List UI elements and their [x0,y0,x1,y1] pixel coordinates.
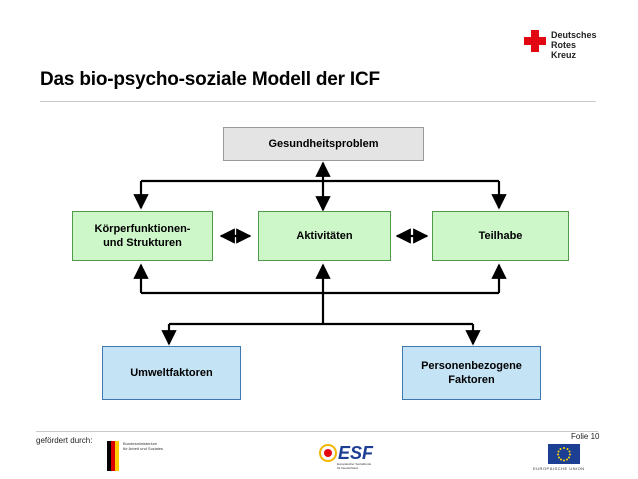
drk-logo-line-3: Kreuz [551,50,577,60]
activities-box: Aktivitäten [258,211,391,261]
ministry-logo-text: Bundesministerium für Arbeit und Soziale… [123,441,163,451]
esf-stars-icon [319,444,337,462]
esf-subtitle-line-2: für Deutschland [337,466,359,470]
personal-factors-label-line-1: Personenbezogene [421,360,522,372]
title-divider [40,101,596,102]
activities-label: Aktivitäten [296,230,353,242]
body-functions-label-line-2: und Strukturen [103,237,182,249]
red-cross-icon [524,30,546,52]
personal-factors-label-line-2: Faktoren [448,374,495,386]
health-problem-label: Gesundheitsproblem [268,138,379,150]
slide-number: Folie 10 [571,432,600,441]
esf-subtitle: Europäischer Sozialfonds für Deutschland [337,462,407,470]
eu-label: EUROPÄISCHE UNION [533,466,585,471]
funded-by-label: gefördert durch: [36,436,93,445]
drk-logo-text: Deutsches Rotes Kreuz [551,30,597,60]
drk-logo-line-1: Deutsches [551,30,597,40]
participation-box: Teilhabe [432,211,569,261]
footer-divider [36,431,598,432]
federal-eagle-icon [107,441,119,471]
ministry-line-2: für Arbeit und Soziales [123,446,164,451]
participation-label: Teilhabe [478,230,523,242]
body-functions-box: Körperfunktionen- und Strukturen [72,211,213,261]
drk-logo-line-2: Rotes [551,40,577,50]
ministry-line-1: Bundesministerium [123,441,158,446]
health-problem-box: Gesundheitsproblem [223,127,424,161]
environmental-factors-label: Umweltfaktoren [130,367,213,379]
esf-subtitle-line-1: Europäischer Sozialfonds [337,462,372,466]
slide-title: Das bio-psycho-soziale Modell der ICF [40,69,380,90]
environmental-factors-box: Umweltfaktoren [102,346,241,400]
body-functions-label-line-1: Körperfunktionen- [94,223,191,235]
esf-logo-text: ESF [338,443,374,463]
eu-flag-icon [548,444,580,464]
personal-factors-box: Personenbezogene Faktoren [402,346,541,400]
